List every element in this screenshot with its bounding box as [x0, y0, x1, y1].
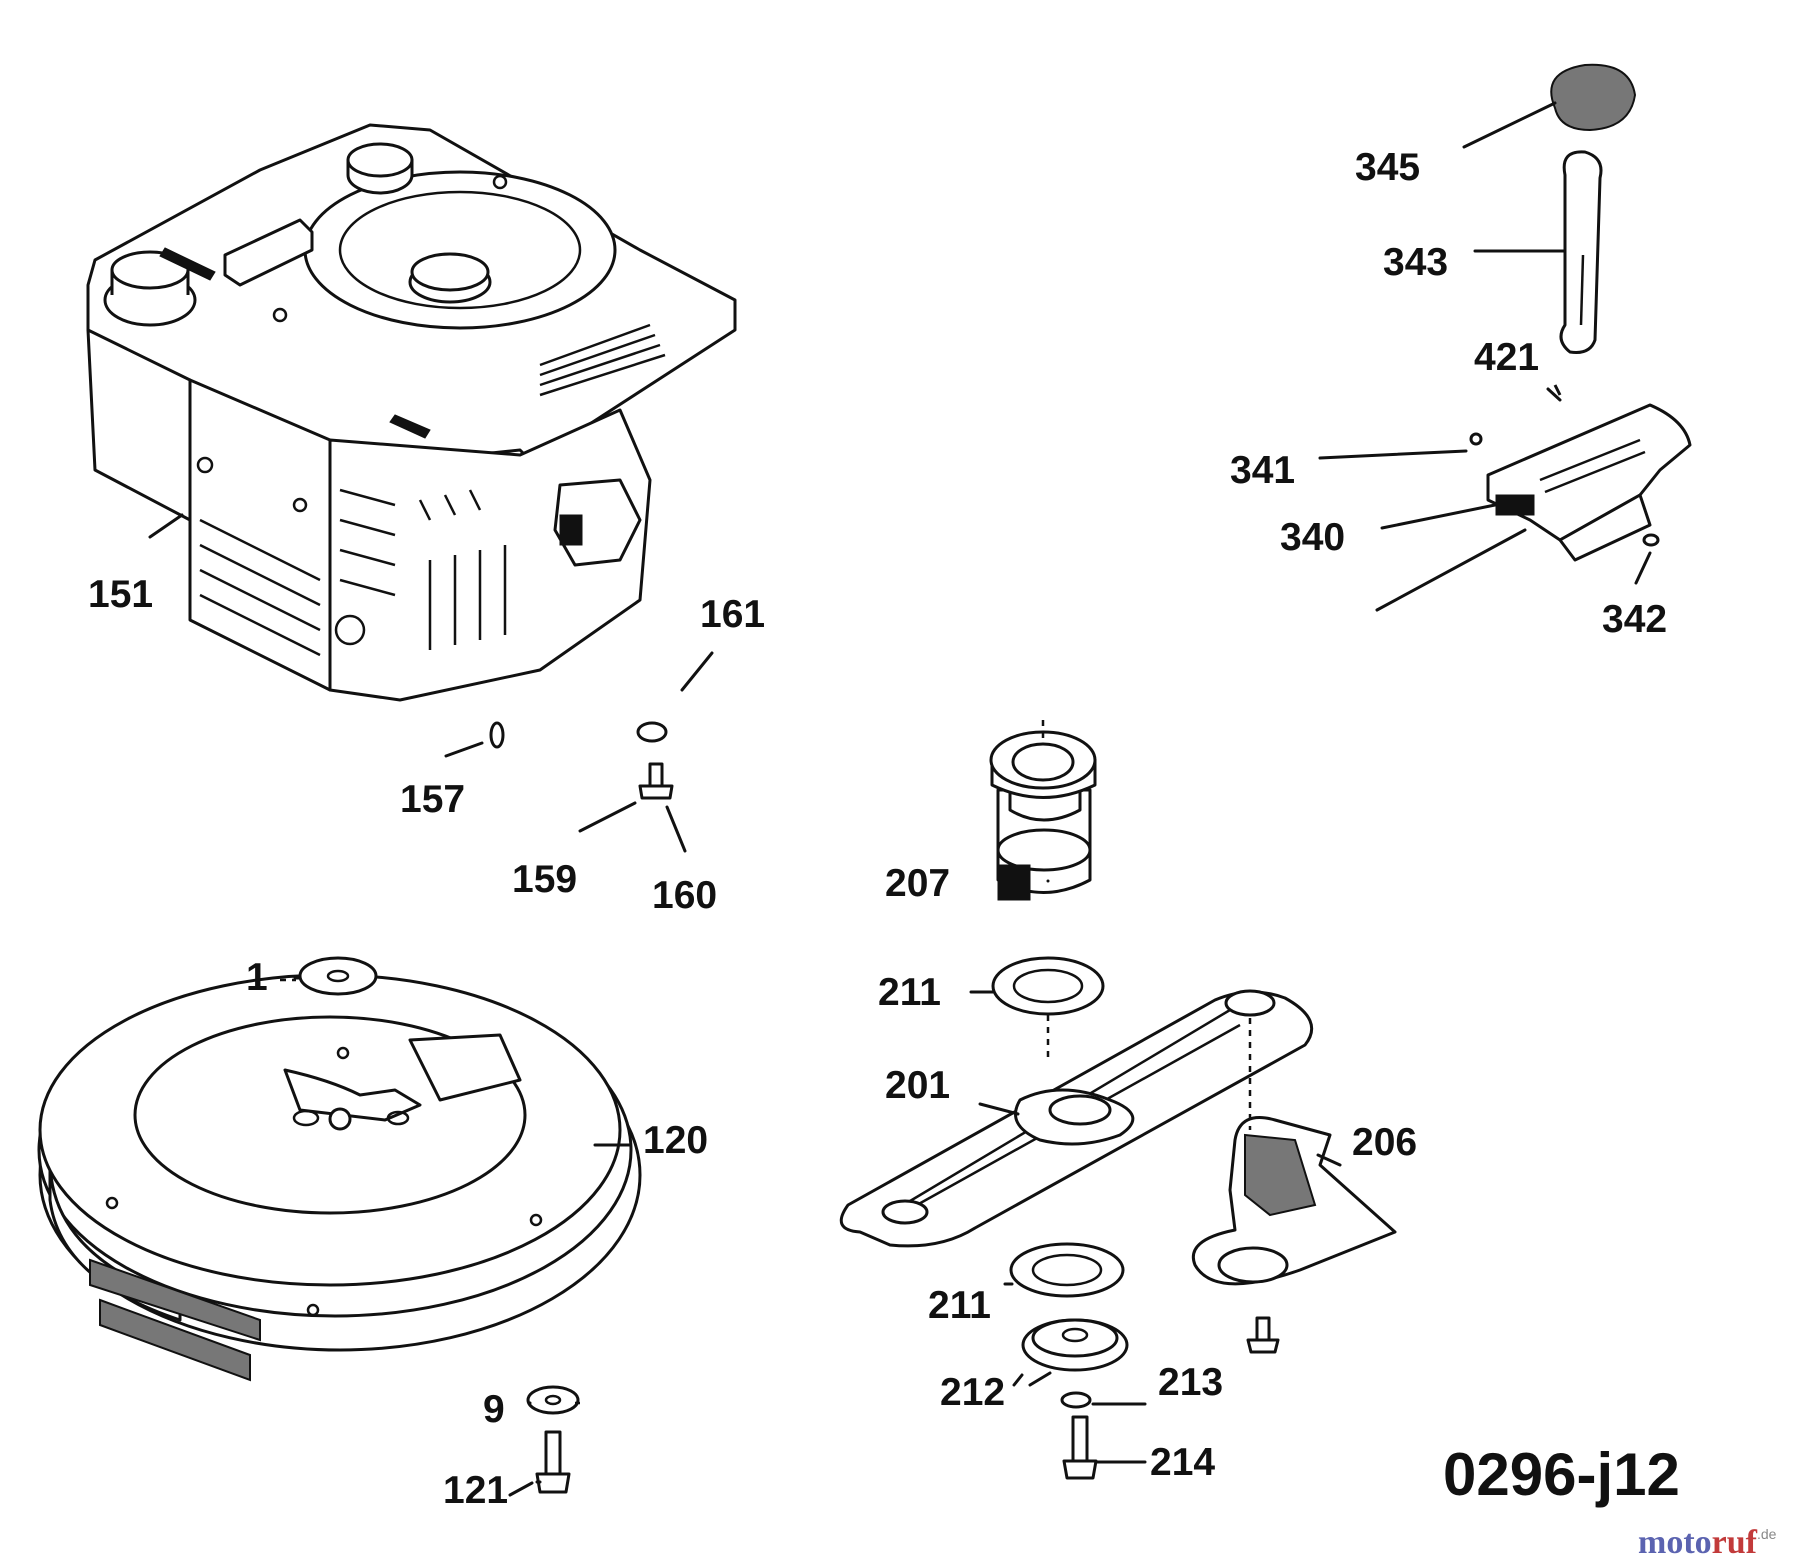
watermark-tld: .de: [1757, 1526, 1777, 1542]
callout-label: 206: [1352, 1121, 1417, 1164]
callout-label: 342: [1602, 598, 1667, 641]
control-bracket-part: [1469, 384, 1692, 562]
washer-part: [1009, 1242, 1125, 1298]
small-fasteners: [489, 721, 674, 800]
callout-label: 211: [878, 971, 941, 1014]
callout-label: 157: [400, 778, 465, 821]
callout-label: 340: [1280, 516, 1345, 559]
control-knob-part: [1550, 63, 1637, 132]
control-rod-part: [1559, 150, 1603, 354]
callout-label: 214: [1150, 1441, 1215, 1484]
callout-label: 1: [246, 956, 268, 999]
blade-part: [839, 989, 1314, 1248]
callout-label: 421: [1474, 336, 1539, 379]
callout-label: 201: [885, 1064, 950, 1107]
lock-washer-part: [1060, 1391, 1092, 1409]
callout-label: 160: [652, 874, 717, 917]
blade-bell-part: [1021, 1318, 1129, 1372]
callout-label: 120: [643, 1119, 708, 1162]
callout-label: 211: [928, 1284, 991, 1327]
callout-label: 9: [483, 1388, 505, 1431]
callout-label: 121: [443, 1469, 508, 1512]
callout-label: 341: [1230, 449, 1295, 492]
callout-label: 212: [940, 1371, 1005, 1414]
bolt-part: [535, 1430, 571, 1494]
bolt-part: [1062, 1415, 1098, 1480]
callout-label: 159: [512, 858, 577, 901]
callout-label: 207: [885, 862, 950, 905]
leader-lines: [148, 101, 1652, 1497]
callout-label: 151: [88, 573, 153, 616]
alignment-lines: [1041, 720, 1252, 1130]
washer-part: [298, 956, 378, 996]
washer-part: [526, 1385, 580, 1415]
diagram-code: 0296-j12: [1443, 1441, 1680, 1508]
washer-part: [991, 956, 1105, 1016]
callout-label: 345: [1355, 146, 1420, 189]
callout-label: 161: [700, 593, 765, 636]
svg-text:motoruf.de: motoruf.de: [1638, 1524, 1777, 1561]
engine-assembly: [86, 123, 737, 702]
callout-label: 343: [1383, 241, 1448, 284]
watermark-logo: motoruf.de: [1638, 1524, 1777, 1561]
blade-housing-part: [37, 973, 642, 1382]
blade-adapter-part: [1192, 1116, 1397, 1354]
pulley-part: [989, 730, 1097, 901]
callout-label: 213: [1158, 1361, 1223, 1404]
